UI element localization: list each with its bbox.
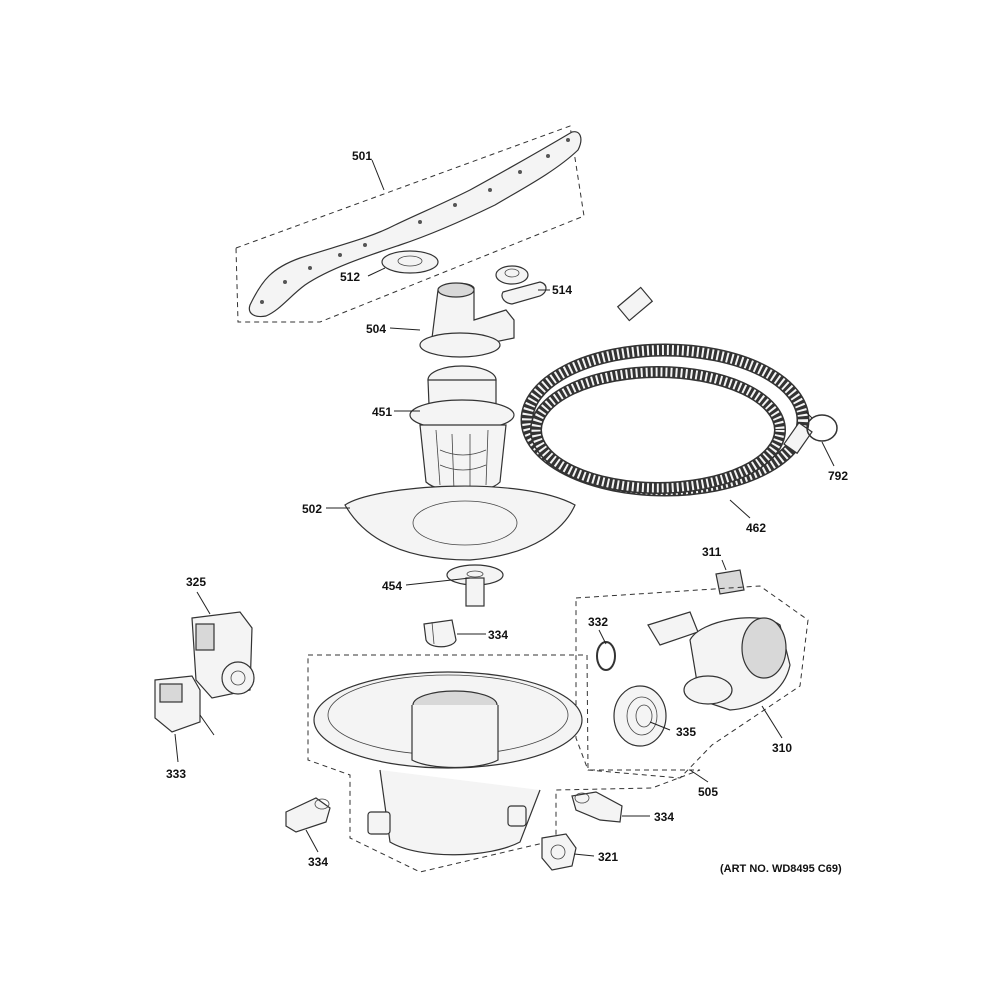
pump-seal-illustration <box>613 685 667 747</box>
art-number: (ART NO. WD8495 C69) <box>720 863 842 875</box>
shield-illustration <box>344 485 576 561</box>
drain-hose-illustration <box>520 286 813 497</box>
part-label-512[interactable]: 512 <box>340 270 360 284</box>
bearing-illustration <box>495 265 547 305</box>
part-label-310[interactable]: 310 <box>772 741 792 755</box>
part-label-504[interactable]: 504 <box>366 322 386 336</box>
pump-motor-illustration <box>575 585 809 779</box>
part-label-335[interactable]: 335 <box>676 725 696 739</box>
filter-cap-illustration <box>446 564 504 607</box>
sump-illustration <box>307 654 701 873</box>
part-label-505[interactable]: 505 <box>698 785 718 799</box>
part-label-332[interactable]: 332 <box>588 615 608 629</box>
part-label-454[interactable]: 454 <box>382 579 402 593</box>
spray-arm-illustration <box>235 125 585 323</box>
part-label-334-right[interactable]: 334 <box>654 810 674 824</box>
hose-clamp-illustration <box>805 411 838 442</box>
part-label-321[interactable]: 321 <box>598 850 618 864</box>
part-label-311[interactable]: 311 <box>702 545 722 559</box>
part-label-501[interactable]: 501 <box>352 149 372 163</box>
valve-illustration <box>154 675 215 736</box>
cover-block-illustration <box>715 569 745 595</box>
clip-right-illustration <box>571 791 623 823</box>
part-label-334-top[interactable]: 334 <box>488 628 508 642</box>
clip-top-illustration <box>423 619 457 648</box>
part-label-333[interactable]: 333 <box>166 767 186 781</box>
clamp-ring-illustration <box>596 641 616 671</box>
clip-left-illustration <box>285 797 331 833</box>
manifold-illustration <box>419 282 515 358</box>
spray-arm-nut-illustration <box>381 250 439 274</box>
part-label-792[interactable]: 792 <box>828 469 848 483</box>
drain-pump-illustration <box>191 611 255 699</box>
sensor-illustration <box>541 833 577 871</box>
filter-assembly-illustration <box>409 365 515 493</box>
leader-lines <box>174 159 835 857</box>
part-label-451[interactable]: 451 <box>372 405 392 419</box>
part-label-334-left[interactable]: 334 <box>308 855 328 869</box>
part-labels: 501 512 514 504 451 792 462 502 311 454 … <box>166 149 848 875</box>
part-label-514[interactable]: 514 <box>552 283 572 297</box>
part-label-462[interactable]: 462 <box>746 521 766 535</box>
part-label-325[interactable]: 325 <box>186 575 206 589</box>
part-label-502[interactable]: 502 <box>302 502 322 516</box>
